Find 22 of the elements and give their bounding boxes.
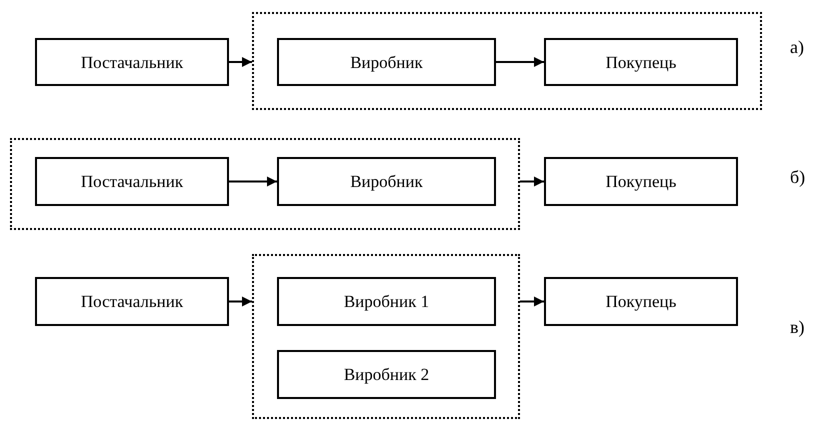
dotted-group-frame bbox=[252, 12, 762, 110]
process-box: Покупець bbox=[544, 157, 738, 206]
process-box: Постачальник bbox=[35, 277, 229, 326]
dotted-group-frame bbox=[252, 254, 520, 419]
arrow bbox=[229, 296, 252, 306]
panel-letter: б) bbox=[790, 168, 806, 186]
dotted-group-frame bbox=[10, 138, 520, 230]
process-box: Покупець bbox=[544, 38, 738, 86]
process-box: Постачальник bbox=[35, 38, 229, 86]
panel-letter: а) bbox=[790, 38, 804, 56]
process-box: Постачальник bbox=[35, 157, 229, 206]
process-box: Виробник 2 bbox=[277, 350, 496, 399]
arrow bbox=[229, 176, 277, 186]
process-box: Виробник 1 bbox=[277, 277, 496, 326]
arrow bbox=[496, 57, 544, 67]
process-box: Виробник bbox=[277, 157, 496, 206]
process-box: Покупець bbox=[544, 277, 738, 326]
arrow bbox=[520, 176, 544, 186]
process-box: Виробник bbox=[277, 38, 496, 86]
arrow bbox=[520, 296, 544, 306]
arrow bbox=[229, 57, 252, 67]
panel-letter: в) bbox=[790, 318, 804, 336]
